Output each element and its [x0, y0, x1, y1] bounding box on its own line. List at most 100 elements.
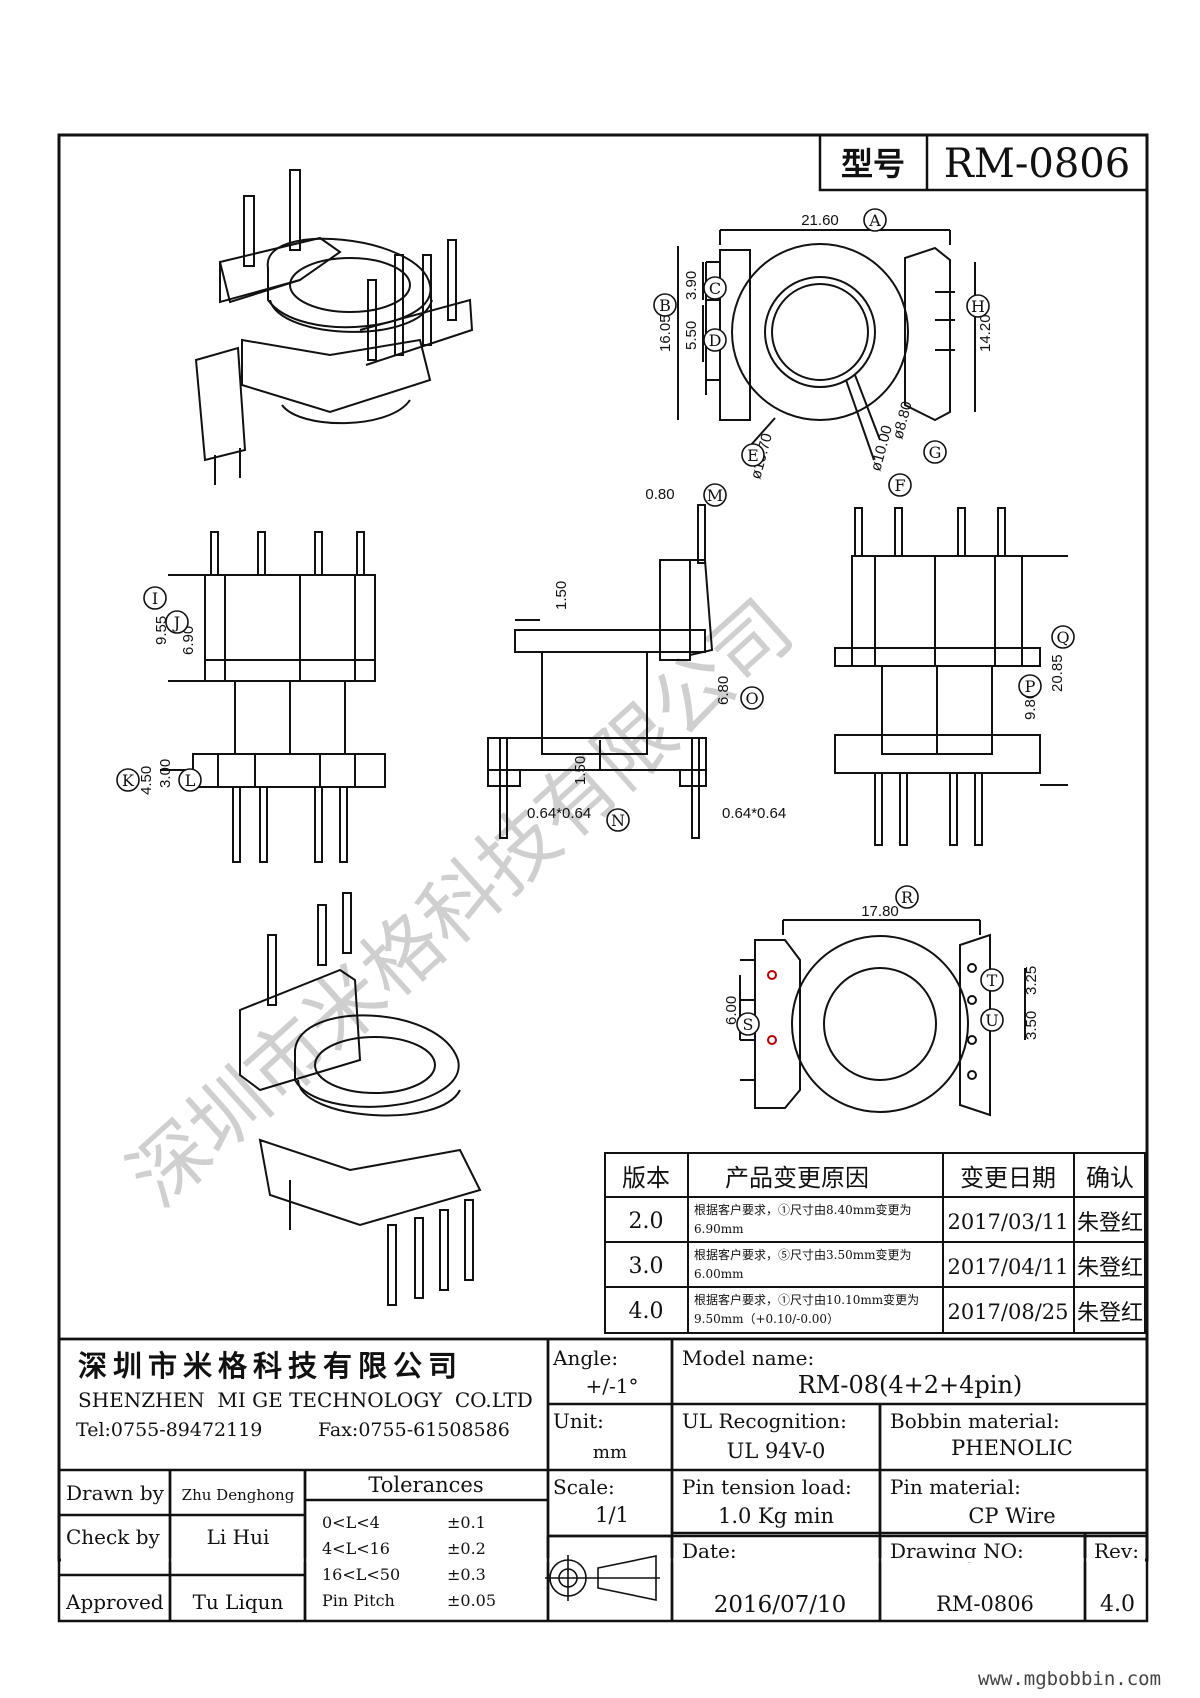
side-view-dimensions: 20.85 9.80 — [1022, 654, 1066, 720]
callout-letter-k: K — [122, 771, 135, 790]
rev-header-date: 变更日期 — [960, 1164, 1056, 1192]
tolerance-value: ±0.2 — [447, 1539, 486, 1558]
rev-row-version: 4.0 — [629, 1299, 664, 1324]
tolerance-row: 0<L<4±0.1 — [322, 1510, 542, 1536]
dim-t-value: 3.25 — [1023, 966, 1040, 995]
tolerance-value: ±0.3 — [447, 1565, 486, 1584]
tolerance-value: ±0.1 — [447, 1513, 486, 1532]
dim-c-value: 3.90 — [683, 271, 700, 300]
callout-circle-e — [741, 443, 765, 467]
dim-j-value: 6.90 — [180, 626, 197, 655]
tolerance-row: 16<L<50 ±0.3 — [322, 1562, 542, 1588]
callout-letter-o: O — [745, 689, 758, 708]
dim-s-value: 6.00 — [723, 996, 740, 1025]
tolerance-range: Pin Pitch — [322, 1591, 395, 1610]
callout-letter-d: D — [709, 331, 722, 350]
iso-view-bottom — [239, 892, 482, 1306]
rev-row-confirm: 朱登红 — [1077, 1211, 1143, 1236]
dim-h-value: 14.20 — [977, 314, 994, 352]
dim-a2-value: 1.50 — [553, 581, 570, 610]
dim-k-value: 4.50 — [138, 766, 155, 795]
revision-table — [604, 1152, 1146, 1334]
rev-row-confirm: 朱登红 — [1077, 1256, 1143, 1281]
callout-letter-l: L — [185, 771, 196, 790]
front-view — [160, 531, 386, 863]
callout-letter-g: G — [929, 443, 942, 462]
callout-letter-e: E — [747, 446, 759, 465]
callout-letter-n: N — [611, 811, 625, 830]
rev-value: 4.0 — [1100, 1592, 1135, 1617]
tolerance-range: 4<L<16 — [322, 1539, 390, 1558]
dim-u-value: 3.50 — [1023, 1011, 1040, 1040]
rev-row-date: 2017/04/11 — [947, 1255, 1068, 1279]
website-url: www.mgbobbin.com — [978, 1668, 1162, 1690]
rev-header-reason: 产品变更原因 — [725, 1164, 869, 1192]
rev-row-reason-cont: 6.00mm — [694, 1267, 744, 1281]
rev-row-reason-cont: 6.90mm — [694, 1222, 744, 1236]
model-header: 型号 RM-0806 — [818, 133, 1149, 192]
dim-p-value: 9.80 — [1022, 691, 1039, 720]
date-value: 2016/07/10 — [713, 1592, 847, 1618]
callout-letter-r: R — [901, 888, 914, 907]
callout-circle-u — [980, 1008, 1004, 1032]
callout-circle-q — [1051, 625, 1075, 649]
callout-circle-j — [165, 610, 189, 634]
callout-circle-c — [703, 276, 727, 300]
model-header-label: 型号 — [841, 145, 905, 183]
callout-letter-h: H — [971, 297, 985, 316]
callout-letter-u: U — [985, 1011, 998, 1030]
dim-q-value: 20.85 — [1049, 654, 1066, 692]
section-view-dimensions: 0.80 1.50 6.80 1.50 0.64*0.64 0.64*0.64 — [527, 486, 786, 822]
drawing-number-value: RM-0806 — [936, 1592, 1034, 1616]
callout-letter-t: T — [987, 971, 998, 990]
rev-row-reason: 根据客户要求，①尺寸由8.40mm变更为 — [694, 1202, 911, 1217]
rev-row-version: 3.0 — [629, 1254, 664, 1279]
section-view — [487, 504, 714, 839]
model-header-value: RM-0806 — [944, 141, 1130, 187]
callout-circle-d — [703, 328, 727, 352]
callout-circle-r — [895, 885, 919, 909]
approved-label: Approved — [66, 1590, 164, 1614]
callout-circle-s — [736, 1012, 760, 1036]
rev-row-date: 2017/03/11 — [947, 1210, 1068, 1234]
callout-letter-c: C — [709, 279, 721, 298]
bottom-view-dimensions: 17.80 6.00 3.25 3.50 — [723, 903, 1040, 1040]
dim-o-value: 6.80 — [715, 676, 732, 705]
callout-circle-f — [888, 473, 912, 497]
callout-letter-s: S — [743, 1015, 754, 1034]
callout-circle-n — [606, 808, 630, 832]
dim-l-value: 3.00 — [157, 759, 174, 788]
approved-value: Tu Liqun — [192, 1590, 284, 1614]
callout-circle-b — [653, 293, 677, 317]
rev-row-version: 2.0 — [629, 1209, 664, 1234]
callout-letter-j: J — [172, 613, 180, 632]
callout-circle-m — [703, 483, 727, 507]
rev-row-reason: 根据客户要求，⑤尺寸由3.50mm变更为 — [694, 1247, 911, 1262]
iso-view-top — [194, 169, 474, 485]
callout-circle-h — [966, 294, 990, 318]
tolerance-range: 16<L<50 — [322, 1565, 401, 1584]
tolerance-row: 4<L<16 ±0.2 — [322, 1536, 542, 1562]
dim-a-value: 21.60 — [801, 212, 839, 229]
callout-letter-m: M — [707, 486, 723, 505]
callout-letter-a: A — [868, 211, 881, 230]
callout-circle-k — [116, 768, 140, 792]
callout-circle-a — [863, 208, 887, 232]
rev-header-version: 版本 — [622, 1164, 670, 1192]
callout-circle-g — [923, 440, 947, 464]
callout-circle-l — [178, 768, 202, 792]
callout-circle-o — [740, 686, 764, 710]
callout-letter-i: I — [152, 589, 158, 608]
callout-letter-f: F — [894, 476, 905, 495]
rev-row-date: 2017/08/25 — [947, 1300, 1068, 1324]
rev-row-reason-cont: 9.50mm（+0.10/-0.00） — [694, 1312, 839, 1326]
revision-table-text: 版本 产品变更原因 变更日期 确认 2.0 根据客户要求，①尺寸由8.40mm变… — [622, 1164, 1143, 1326]
dim-d-value: 5.50 — [683, 321, 700, 350]
dim-b-value: 16.05 — [657, 314, 674, 352]
callout-letter-q: Q — [1056, 628, 1069, 647]
dim-m-value: 0.80 — [645, 486, 674, 503]
callout-letter-p: P — [1025, 677, 1036, 696]
